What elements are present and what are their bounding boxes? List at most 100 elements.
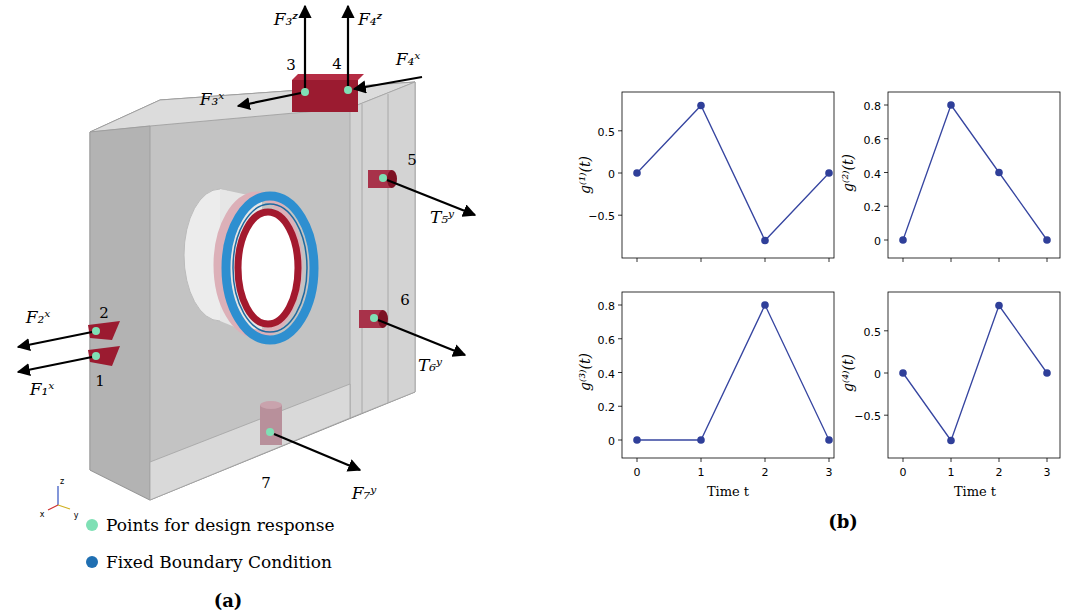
drawing-part <box>761 301 769 309</box>
drawing-part <box>884 331 1047 462</box>
tick-label: 0 <box>634 466 641 479</box>
callout-number: 5 <box>407 151 417 169</box>
panel-label: (b) <box>828 511 858 532</box>
drawing-part <box>622 92 834 258</box>
label-slot: F₄ˣ <box>396 50 421 70</box>
drawing-part <box>697 102 705 110</box>
label-slot: T₅ʸ <box>430 208 454 228</box>
tick-label: 0.6 <box>864 134 882 147</box>
force-label: F₇ʸ <box>352 483 377 503</box>
drawing-part <box>266 428 274 436</box>
drawing-part <box>825 436 833 444</box>
drawing-part <box>825 169 833 177</box>
legend-entry: Points for design response <box>86 515 335 535</box>
plot-lines <box>637 105 1047 441</box>
label-slot: g⁽⁴⁾(t) <box>839 354 857 392</box>
label-slot: −0.5 <box>854 406 881 424</box>
force-label: F₄ᶻ <box>358 9 382 29</box>
label-slot: g⁽³⁾(t) <box>576 353 594 391</box>
label-slot: 0.4 <box>598 363 616 381</box>
bracket-part <box>90 82 415 500</box>
label-slot: 0.4 <box>864 163 882 181</box>
plot-frames <box>622 92 1060 458</box>
drawing-part <box>378 320 465 355</box>
drawing-part <box>995 169 1003 177</box>
callout-number: 4 <box>332 55 342 73</box>
callout-number: 7 <box>261 474 271 492</box>
label-slot: F₄ᶻ <box>358 10 382 30</box>
label-slot: 3 <box>1044 462 1051 480</box>
drawing-part <box>90 82 415 500</box>
drawing-part <box>903 306 1047 441</box>
fixed-ring <box>226 196 314 340</box>
tick-label: 0.4 <box>598 367 616 380</box>
drawing-part <box>362 94 388 413</box>
drawing-part <box>292 74 364 80</box>
label-slot: 0 <box>608 431 615 449</box>
label-slot: F₁ˣ <box>30 380 55 400</box>
label-slot: 0.5 <box>598 122 616 140</box>
label-slot: Time t <box>954 482 996 500</box>
label-slot: 2 <box>99 304 109 322</box>
label-slot: z <box>60 470 64 488</box>
callout-number: 6 <box>400 291 410 309</box>
legend-text: Fixed Boundary Condition <box>106 552 332 572</box>
tick-label: 0.5 <box>864 326 882 339</box>
label-slot: T₆ʸ <box>418 356 442 376</box>
plot-markers <box>633 101 1051 444</box>
force-label: F₄ˣ <box>396 49 421 69</box>
tick-label: 0 <box>874 368 881 381</box>
drawing-part <box>233 204 307 332</box>
drawing-part <box>347 6 349 86</box>
label-slot: 0.6 <box>864 130 882 148</box>
response-points <box>92 86 387 436</box>
drawing-part <box>370 314 378 322</box>
drawing-part <box>888 92 1060 258</box>
callout-number: 1 <box>95 372 105 390</box>
force-label: F₂ˣ <box>26 307 51 327</box>
label-slot: 0.8 <box>864 96 882 114</box>
drawing-part <box>1043 369 1051 377</box>
label-slot: 3 <box>826 462 833 480</box>
legend-entry: Fixed Boundary Condition <box>86 552 332 572</box>
tick-label: 3 <box>1044 466 1051 479</box>
force-label: F₃ˣ <box>200 89 225 109</box>
drawing-part <box>274 434 360 470</box>
drawing-part <box>260 401 282 409</box>
tick-label: 0 <box>608 168 615 181</box>
label-slot: F₃ᶻ <box>274 10 298 30</box>
label-slot: (b) <box>828 512 858 533</box>
label-slot: 5 <box>407 151 417 169</box>
tick-label: 1 <box>948 466 955 479</box>
label-slot: 0.8 <box>598 296 616 314</box>
label-slot: F₇ʸ <box>352 484 377 504</box>
label-slot: (a) <box>214 591 243 612</box>
drawing-part <box>1043 236 1051 244</box>
label-slot: g⁽¹⁾(t) <box>576 156 594 194</box>
tick-label: −0.5 <box>854 410 881 423</box>
tick-label: 0.8 <box>598 300 616 313</box>
legend-swatch <box>86 556 98 568</box>
drawing-part <box>90 126 150 500</box>
axis-title: g⁽⁴⁾(t) <box>840 354 856 392</box>
tick-label: 0 <box>874 235 881 248</box>
load-pads <box>88 74 397 445</box>
drawing-part <box>884 105 1047 262</box>
drawing-part <box>57 486 58 505</box>
drawing-part <box>48 505 58 510</box>
drawing-part <box>92 352 100 360</box>
drawing-part <box>899 236 907 244</box>
label-slot: 0.6 <box>598 330 616 348</box>
drawing-part <box>633 169 641 177</box>
drawing-part <box>761 237 769 245</box>
label-slot: 1 <box>698 462 705 480</box>
label-slot: g⁽²⁾(t) <box>839 154 857 192</box>
axis-letter: z <box>60 477 64 486</box>
bore-hole <box>184 189 314 340</box>
tick-label: 0 <box>900 466 907 479</box>
drawing-part <box>618 305 829 462</box>
drawing-part <box>947 101 955 109</box>
drawing-part <box>618 131 829 262</box>
